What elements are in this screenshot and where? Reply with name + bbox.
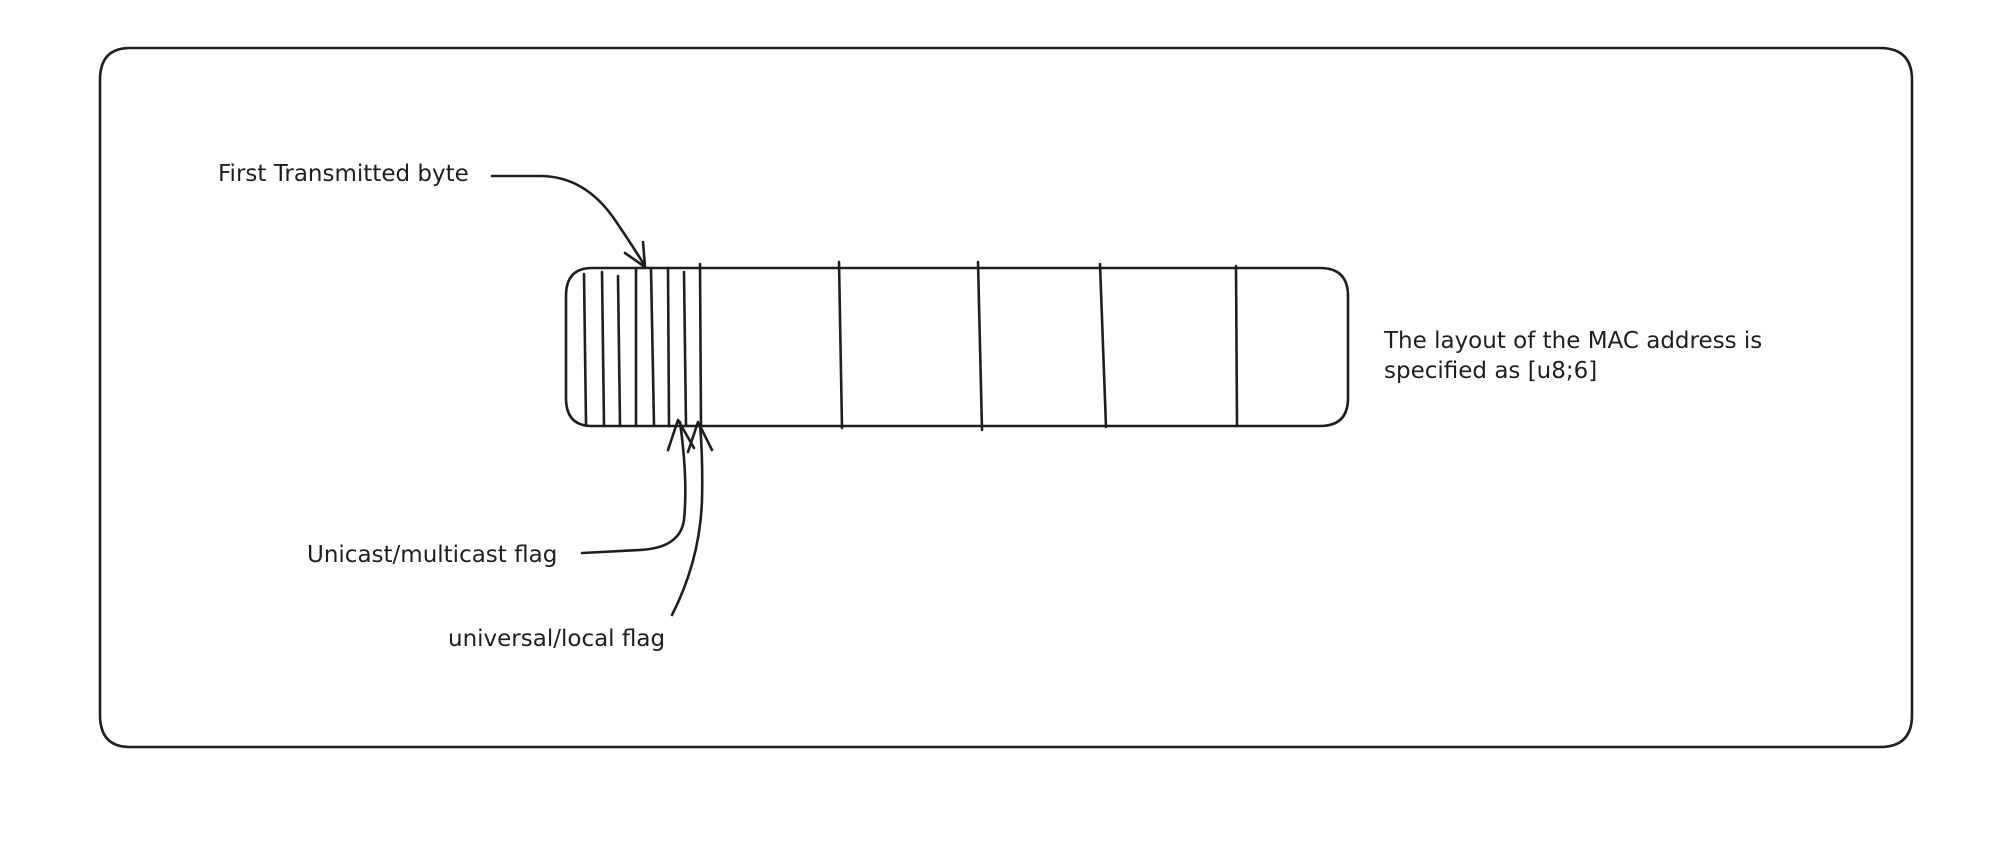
byte-divider	[1098, 262, 1108, 429]
description-line-1: The layout of the MAC address is	[1383, 328, 1762, 354]
bar-outline	[564, 266, 1350, 428]
bit-divider	[600, 270, 606, 428]
unicast-flag-label: Unicast/multicast flag	[307, 542, 557, 568]
bit-divider	[666, 266, 671, 428]
byte-divider	[698, 262, 703, 428]
description-line-2: specified as [u8;6]	[1384, 358, 1597, 384]
unicast-flag-arrowhead	[666, 418, 696, 452]
universal-flag-arrow	[670, 422, 704, 617]
unicast-flag-annotation: Unicast/multicast flag	[307, 418, 696, 568]
first-byte-arrow	[490, 174, 647, 268]
bit-divider	[649, 266, 656, 428]
first-byte-arrowhead	[623, 240, 647, 269]
bit-divider	[582, 272, 588, 426]
bit-divider	[682, 270, 688, 428]
byte-divider	[1234, 264, 1239, 427]
first-byte-label: First Transmitted byte	[218, 161, 469, 187]
bit-divider	[616, 274, 622, 428]
layout-description: The layout of the MAC address is specifi…	[1383, 328, 1762, 384]
outer-frame	[98, 46, 1914, 749]
universal-flag-arrowhead	[686, 420, 714, 454]
universal-flag-label: universal/local flag	[448, 626, 665, 652]
mac-address-bar	[564, 260, 1350, 432]
unicast-flag-arrow	[580, 420, 687, 555]
byte-divider	[837, 260, 844, 430]
byte-divider	[976, 260, 984, 432]
universal-flag-annotation: universal/local flag	[448, 420, 714, 652]
first-byte-annotation: First Transmitted byte	[218, 161, 647, 269]
